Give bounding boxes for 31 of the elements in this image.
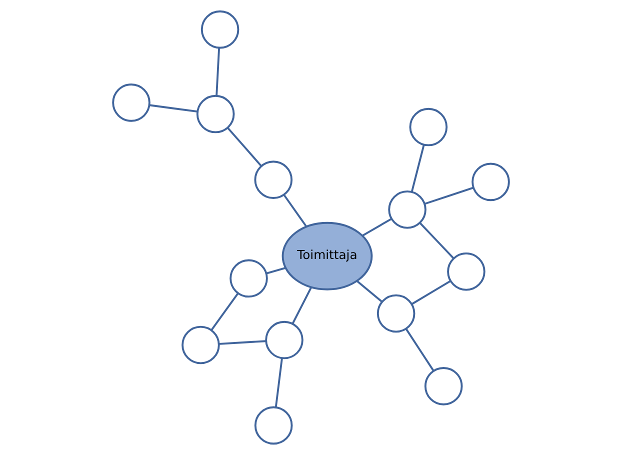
connector [411,280,451,305]
connector [215,48,220,96]
node-circle [424,367,462,406]
connector [282,194,307,228]
node-circle [408,108,448,146]
connector [418,222,454,260]
connector [404,328,434,372]
node-circle [376,294,415,333]
node-circle [264,320,303,360]
connector [410,144,424,192]
connector [148,104,198,113]
node-circle [181,326,220,364]
connector [210,292,238,331]
node-circle [471,162,510,202]
node-circle [229,259,268,298]
connector [291,286,312,324]
node-circle [200,10,239,49]
node-circle [112,84,150,122]
connector [226,127,262,166]
connector [274,358,282,408]
connector [362,218,392,236]
node-circle [388,190,426,229]
node-ellipse: Toimittaja [281,222,372,290]
connector [424,186,474,205]
node-circle [254,406,292,445]
connector [266,267,286,274]
node-circle [446,252,485,291]
connector [356,280,382,303]
node-circle [254,160,292,199]
connector [218,340,266,345]
node-circle [196,94,234,134]
